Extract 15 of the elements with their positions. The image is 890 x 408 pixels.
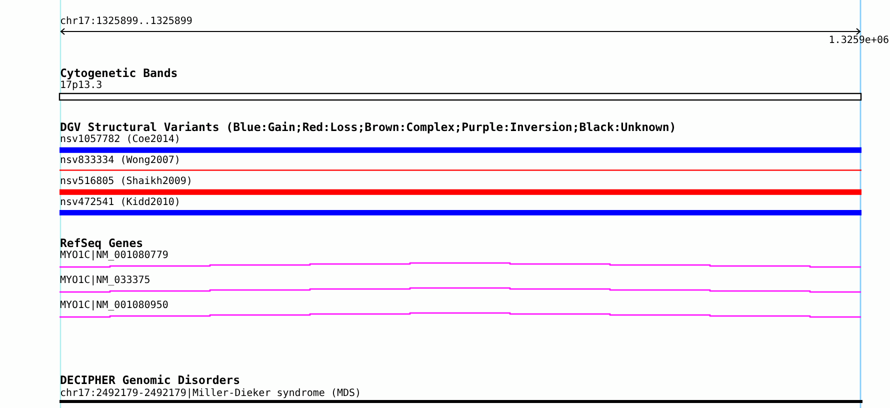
feature-label: MYO1C|NM_001080779: [60, 250, 168, 261]
track-title: RefSeq Genes: [60, 237, 144, 249]
feature-label: MYO1C|NM_001080950: [60, 300, 168, 311]
location-label: chr17:1325899..1325899: [60, 16, 192, 27]
feature-label: nsv1057782 (Coe2014): [60, 134, 180, 145]
track-title: DGV Structural Variants (Blue:Gain;Red:Loss;Brown:Complex;Purple:Inversion;Black:Unknown): [60, 121, 676, 133]
feature-label: nsv472541 (Kidd2010): [60, 197, 180, 208]
feature-label: nsv833334 (Wong2007): [60, 155, 180, 166]
feature-label: chr17:2492179-2492179|Miller-Dieker syndrome (MDS): [60, 388, 362, 399]
coordinate-label: 1.3259e+06: [828, 35, 889, 46]
feature-label: nsv516805 (Shaikh2009): [60, 176, 192, 187]
feature-label: MYO1C|NM_033375: [60, 275, 150, 286]
track-title: Cytogenetic Bands: [60, 67, 178, 79]
track-title: DECIPHER Genomic Disorders: [60, 374, 240, 386]
feature-label: 17p13.3: [60, 80, 102, 91]
